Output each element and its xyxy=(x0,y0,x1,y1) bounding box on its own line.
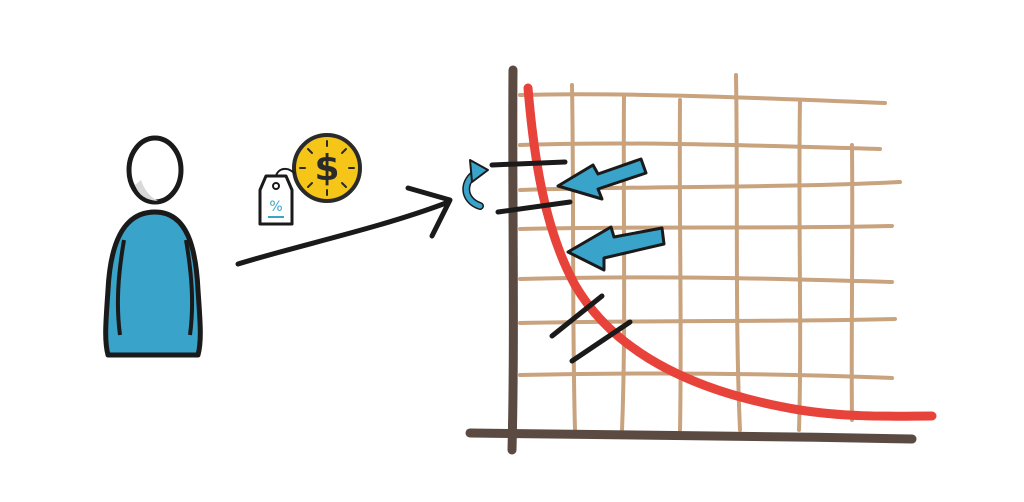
person-arm-right xyxy=(184,239,195,336)
rotate-arrow-icon xyxy=(462,159,489,210)
x-axis xyxy=(465,428,917,444)
person-head xyxy=(126,135,184,205)
pointer-arrow-icon xyxy=(556,157,648,201)
y-axis xyxy=(507,65,518,455)
pointer-arrow-icon-lower xyxy=(566,225,666,272)
price-tag-icon: % xyxy=(258,168,296,226)
curve-tick-marks xyxy=(489,159,633,364)
demand-curve xyxy=(523,83,937,421)
person-head-shadow xyxy=(135,180,158,201)
chart-axes xyxy=(465,65,917,455)
flow-arrow xyxy=(235,185,453,267)
person-arm-left xyxy=(115,239,126,336)
person-body xyxy=(103,209,203,358)
tag-symbol: % xyxy=(269,199,282,215)
person-icon xyxy=(103,135,203,358)
coin-icon: $ xyxy=(292,133,362,203)
coin-symbol: $ xyxy=(314,148,339,189)
